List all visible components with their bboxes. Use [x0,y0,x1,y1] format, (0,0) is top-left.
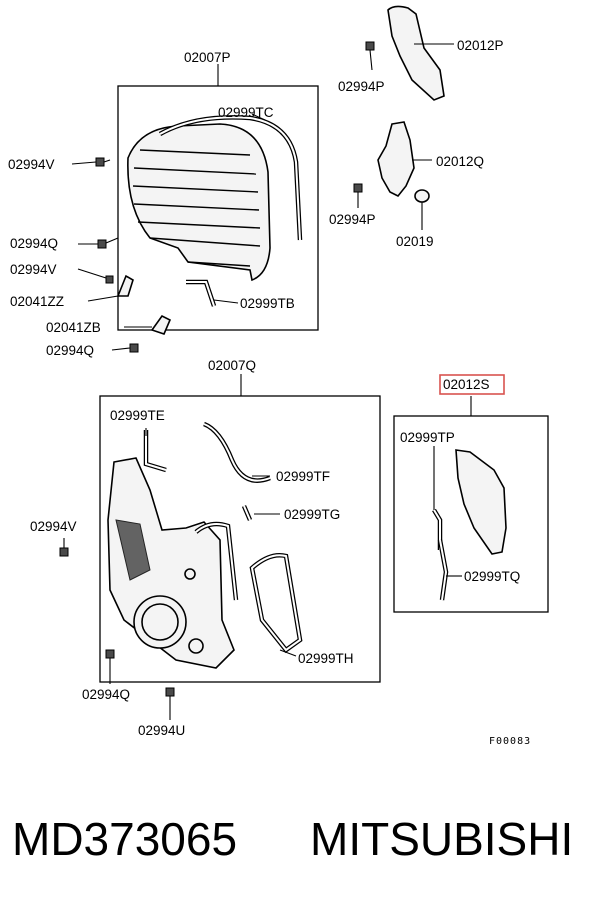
footer-brand: MITSUBISHI [310,813,573,865]
label-02007Q: 02007Q [208,358,256,373]
bolt-02994P-top[interactable] [365,41,375,71]
bolt-02994P-mid[interactable] [353,183,363,208]
label-02999TC: 02999TC [218,105,274,120]
bolt-02994V-b[interactable] [105,275,114,284]
bolt-02994U[interactable] [165,687,175,720]
cover-02012P[interactable] [387,5,445,101]
label-02012P: 02012P [457,38,504,53]
label-02994Q-b: 02994Q [46,343,94,358]
label-02994V-c: 02994V [30,519,77,534]
bracket-02012Q[interactable] [377,121,415,198]
figure-code: F00083 [489,736,531,747]
gasket-02999TF[interactable] [203,421,271,483]
bolt-02994Q-c[interactable] [105,649,115,684]
bolt-02994V-c[interactable] [59,538,69,557]
label-02994Q-c: 02994Q [82,687,130,702]
label-02994P-mid: 02994P [329,212,376,227]
label-02012Q: 02012Q [436,154,484,169]
bracket-02041ZZ[interactable] [116,274,134,297]
label-02999TQ: 02999TQ [464,569,520,584]
bolt-02994V-top[interactable] [95,157,111,167]
plug-02019[interactable] [414,189,430,230]
label-02994Q-a: 02994Q [10,236,58,251]
cover-02012S[interactable] [455,449,507,555]
label-02007P: 02007P [184,50,231,65]
label-02994P-top: 02994P [338,79,385,94]
label-02994U: 02994U [138,723,185,738]
label-02999TG: 02999TG [284,507,340,522]
lower-right-group [393,374,549,613]
footer-part-number: MD373065 [12,813,237,865]
bracket-02041ZB[interactable] [150,314,172,335]
label-02994V-b: 02994V [10,262,57,277]
label-02999TH: 02999TH [298,651,354,666]
label-02999TP: 02999TP [400,430,455,445]
label-02999TE: 02999TE [110,408,165,423]
bolt-02994Q-a[interactable] [97,237,119,249]
label-02041ZB: 02041ZB [46,320,101,335]
highlight-box-02012S [439,374,505,395]
upper-right-group [353,5,454,230]
label-02999TF: 02999TF [276,469,330,484]
label-02012S: 02012S [443,377,490,392]
label-02041ZZ: 02041ZZ [10,294,64,309]
bolt-02994Q-b[interactable] [129,343,139,353]
label-02999TB: 02999TB [240,296,295,311]
label-02019: 02019 [396,234,434,249]
lower-cover-group [59,374,381,720]
upper-cover-group [71,64,319,353]
lower-assembly-frame [99,395,381,683]
label-02994V-top: 02994V [8,157,55,172]
upper-timing-cover[interactable] [127,123,271,282]
